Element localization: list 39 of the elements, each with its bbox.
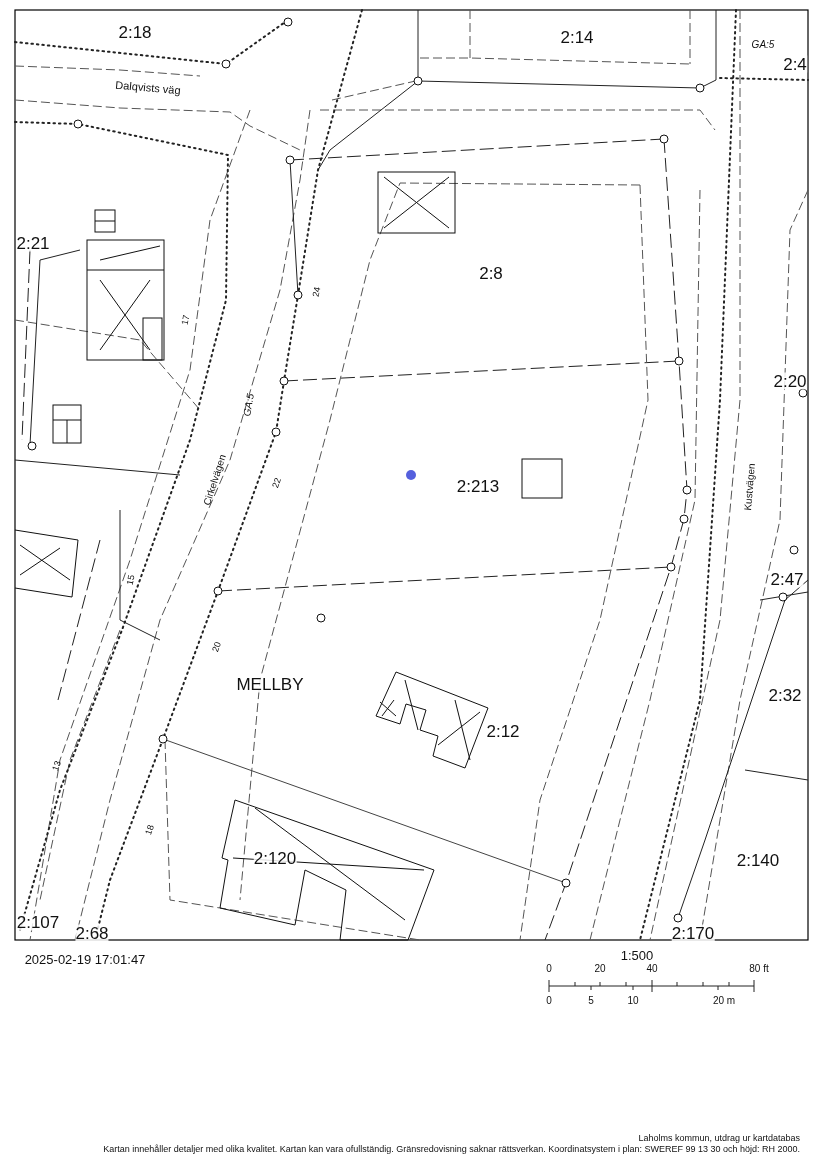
house-number: 22 xyxy=(271,476,283,490)
parcel-number: 2:32 xyxy=(768,686,802,704)
parcel-number: 2:21 xyxy=(16,234,50,252)
scale-tick-label: 20 xyxy=(594,964,606,974)
street-name: Dalqvists väg xyxy=(114,79,182,97)
parcel-number: 2:14 xyxy=(560,28,594,46)
parcel-number: 2:170 xyxy=(671,924,715,942)
parcel-number: 2:4 xyxy=(783,55,807,73)
easement-label: GA:5 xyxy=(242,392,256,418)
house-number: 17 xyxy=(180,314,192,326)
scale-tick-label: 10 xyxy=(627,996,639,1006)
house-number: 18 xyxy=(144,823,156,837)
house-number: 15 xyxy=(125,574,137,586)
street-name: Kustvägen xyxy=(742,463,758,511)
parcel-number: 2:107 xyxy=(16,913,60,931)
scale-ratio: 1:500 xyxy=(620,948,654,962)
parcel-number: 2:12 xyxy=(486,722,520,740)
scale-tick-label: 0 xyxy=(546,996,552,1006)
scale-tick-label: 0 xyxy=(546,964,552,974)
parcel-number: 2:213 xyxy=(456,477,500,495)
house-number: 20 xyxy=(211,640,223,654)
house-number: 13 xyxy=(51,759,63,773)
parcel-number: 2:68 xyxy=(75,924,109,942)
scale-tick-label: 20 m xyxy=(712,996,736,1006)
parcel-number: 2:120 xyxy=(253,849,297,867)
scale-tick-label: 5 xyxy=(588,996,594,1006)
disclaimer-note: Kartan innehåller detaljer med olika kvalitet. Kartan kan vara ofullständig. Gränsredovisning saknar rättsverkan. Koordinatsystem i plan: SWEREF 99 13 30 och höjd: RH 2000. xyxy=(103,1144,800,1154)
parcel-number: 2:8 xyxy=(479,264,503,282)
place-name: MELLBY xyxy=(236,675,304,693)
easement-label: GA:5 xyxy=(751,40,775,50)
scale-tick-label: 80 ft xyxy=(749,964,769,974)
house-number: 24 xyxy=(311,286,323,298)
parcel-number: 2:18 xyxy=(118,23,152,41)
scale-tick-label: 40 xyxy=(646,964,658,974)
parcel-number: 2:20 xyxy=(773,372,807,390)
source-note: Laholms kommun, utdrag ur kartdatabas xyxy=(638,1133,800,1143)
parcel-number: 2:47 xyxy=(770,570,804,588)
parcel-number: 2:140 xyxy=(736,851,780,869)
timestamp: 2025-02-19 17:01:47 xyxy=(24,952,146,966)
